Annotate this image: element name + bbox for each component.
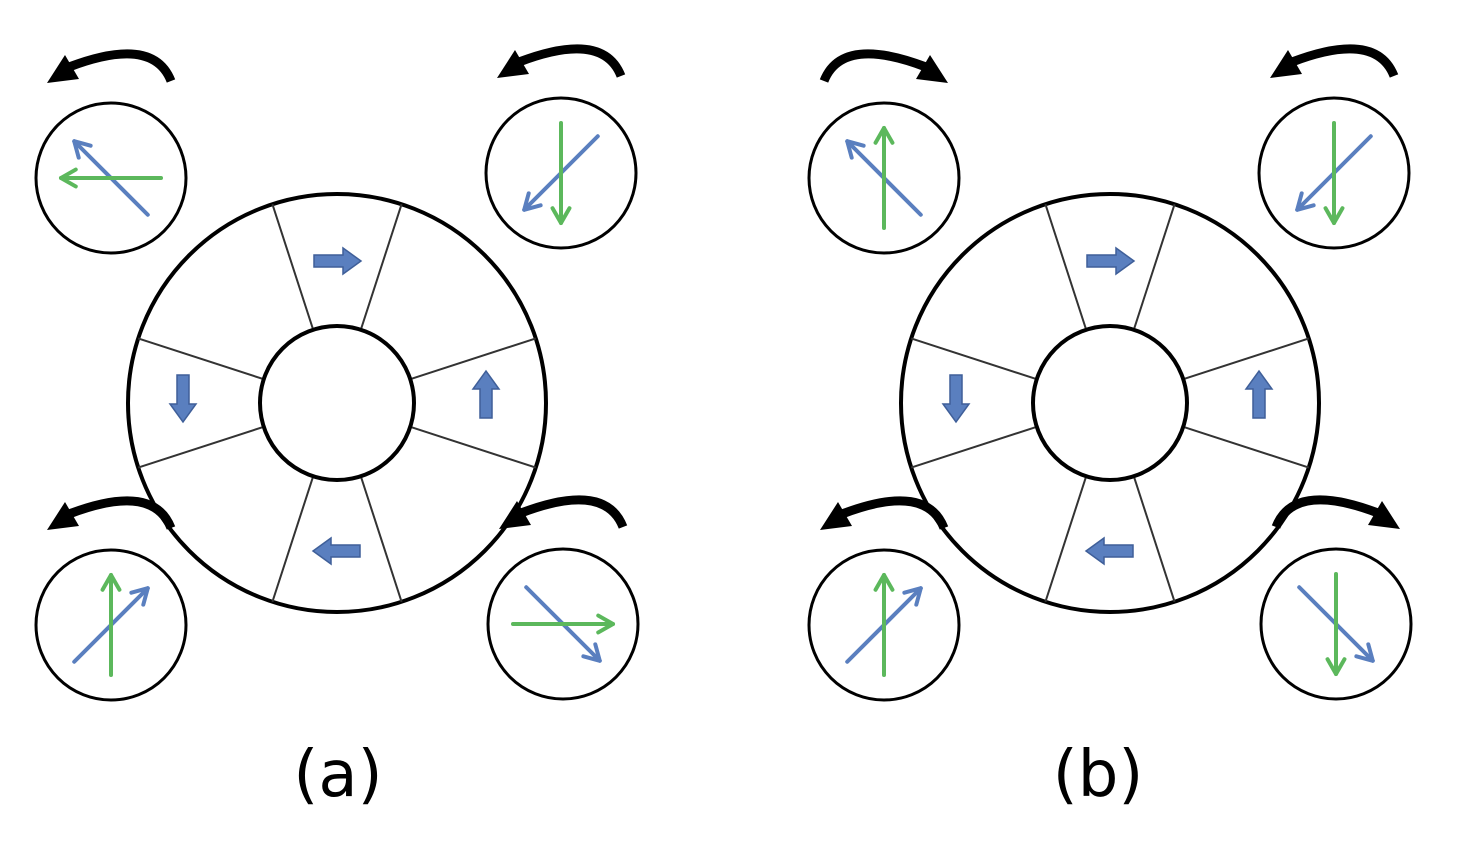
green-arrow — [511, 613, 615, 635]
green-arrow — [100, 573, 122, 677]
satellite-bottom-left — [34, 496, 188, 702]
rotate-counterclockwise-icon — [47, 496, 176, 530]
panel-a — [34, 44, 640, 702]
caption-b: (b) — [1052, 738, 1144, 812]
sector-arrow — [1244, 369, 1274, 419]
sector-divider — [910, 337, 1038, 381]
rotation-arc — [1290, 44, 1399, 78]
inner-hub — [1031, 324, 1189, 482]
rotate-counterclockwise-icon — [1270, 44, 1399, 78]
blue-arrow-head — [845, 139, 866, 160]
sector-divider — [1044, 475, 1088, 603]
rotation-arrowhead — [499, 501, 531, 529]
sector-arrow — [1084, 536, 1134, 566]
sector-divider — [409, 337, 537, 381]
satellite-top-right — [1257, 44, 1411, 250]
rotation-arrowhead — [497, 50, 529, 78]
sector-divider — [359, 203, 403, 331]
rotation-arrowhead — [916, 55, 948, 83]
green-arrow-head — [100, 573, 122, 592]
sector-arrow — [471, 369, 501, 419]
blue-arrow-head — [1295, 191, 1316, 212]
rotate-counterclockwise-icon — [820, 496, 949, 530]
green-arrow — [873, 573, 895, 677]
green-arrow — [1323, 121, 1345, 225]
rotation-arrowhead — [820, 502, 852, 530]
rotation-arc — [1271, 495, 1380, 529]
sector-divider — [1182, 337, 1310, 381]
sector-arrow — [313, 246, 363, 276]
rotate-counterclockwise-icon — [499, 495, 628, 529]
blue-arrow-head — [522, 191, 543, 212]
sector-divider — [137, 425, 265, 469]
rotation-arc — [519, 495, 628, 529]
sector-divider — [409, 425, 537, 469]
sector-divider — [1044, 203, 1088, 331]
inner-hub — [258, 324, 416, 482]
rotation-arrowhead — [47, 55, 79, 83]
green-arrow — [550, 121, 572, 225]
green-arrow-head — [550, 206, 572, 225]
sector-arrow — [311, 536, 361, 566]
blue-arrow-head — [72, 139, 93, 160]
rotation-arc — [67, 496, 176, 530]
satellite-bottom-right — [486, 495, 640, 701]
satellite-top-left — [807, 49, 961, 255]
rotation-arc — [840, 496, 949, 530]
green-arrow-head — [59, 167, 78, 189]
green-arrow — [59, 167, 163, 189]
blue-arrow-head — [902, 586, 923, 607]
green-arrow-head — [596, 613, 615, 635]
satellite-top-left — [34, 49, 188, 255]
green-arrow-head — [873, 126, 895, 145]
sector-divider — [271, 475, 315, 603]
rotation-arrowhead — [1368, 501, 1400, 529]
sector-divider — [359, 475, 403, 603]
rotation-arc — [819, 49, 928, 83]
satellite-top-right — [484, 44, 638, 250]
caption-a: (a) — [293, 738, 383, 812]
green-arrow — [1325, 572, 1347, 676]
blue-arrow-head — [581, 642, 602, 663]
satellite-bottom-left — [807, 496, 961, 702]
rotation-arrowhead — [47, 502, 79, 530]
sector-divider — [1182, 425, 1310, 469]
sector-divider — [271, 203, 315, 331]
rotate-clockwise-icon — [819, 49, 948, 83]
green-arrow — [873, 126, 895, 230]
blue-arrow-head — [129, 586, 150, 607]
rotation-arc — [517, 44, 626, 78]
sector-divider — [910, 425, 1038, 469]
sector-divider — [1132, 475, 1176, 603]
rotate-counterclockwise-icon — [47, 49, 176, 83]
green-arrow-head — [1323, 206, 1345, 225]
sector-arrow — [1086, 246, 1136, 276]
sector-divider — [137, 337, 265, 381]
rotate-clockwise-icon — [1271, 495, 1400, 529]
rotate-counterclockwise-icon — [497, 44, 626, 78]
rotation-arc — [67, 49, 176, 83]
sector-arrow — [168, 374, 198, 424]
green-arrow-head — [873, 573, 895, 592]
satellite-bottom-right — [1259, 495, 1413, 701]
blue-arrow-head — [1354, 642, 1375, 663]
sector-divider — [1132, 203, 1176, 331]
green-arrow-head — [1325, 657, 1347, 676]
rotation-arrowhead — [1270, 50, 1302, 78]
sector-arrow — [941, 374, 971, 424]
panel-b — [807, 44, 1413, 702]
